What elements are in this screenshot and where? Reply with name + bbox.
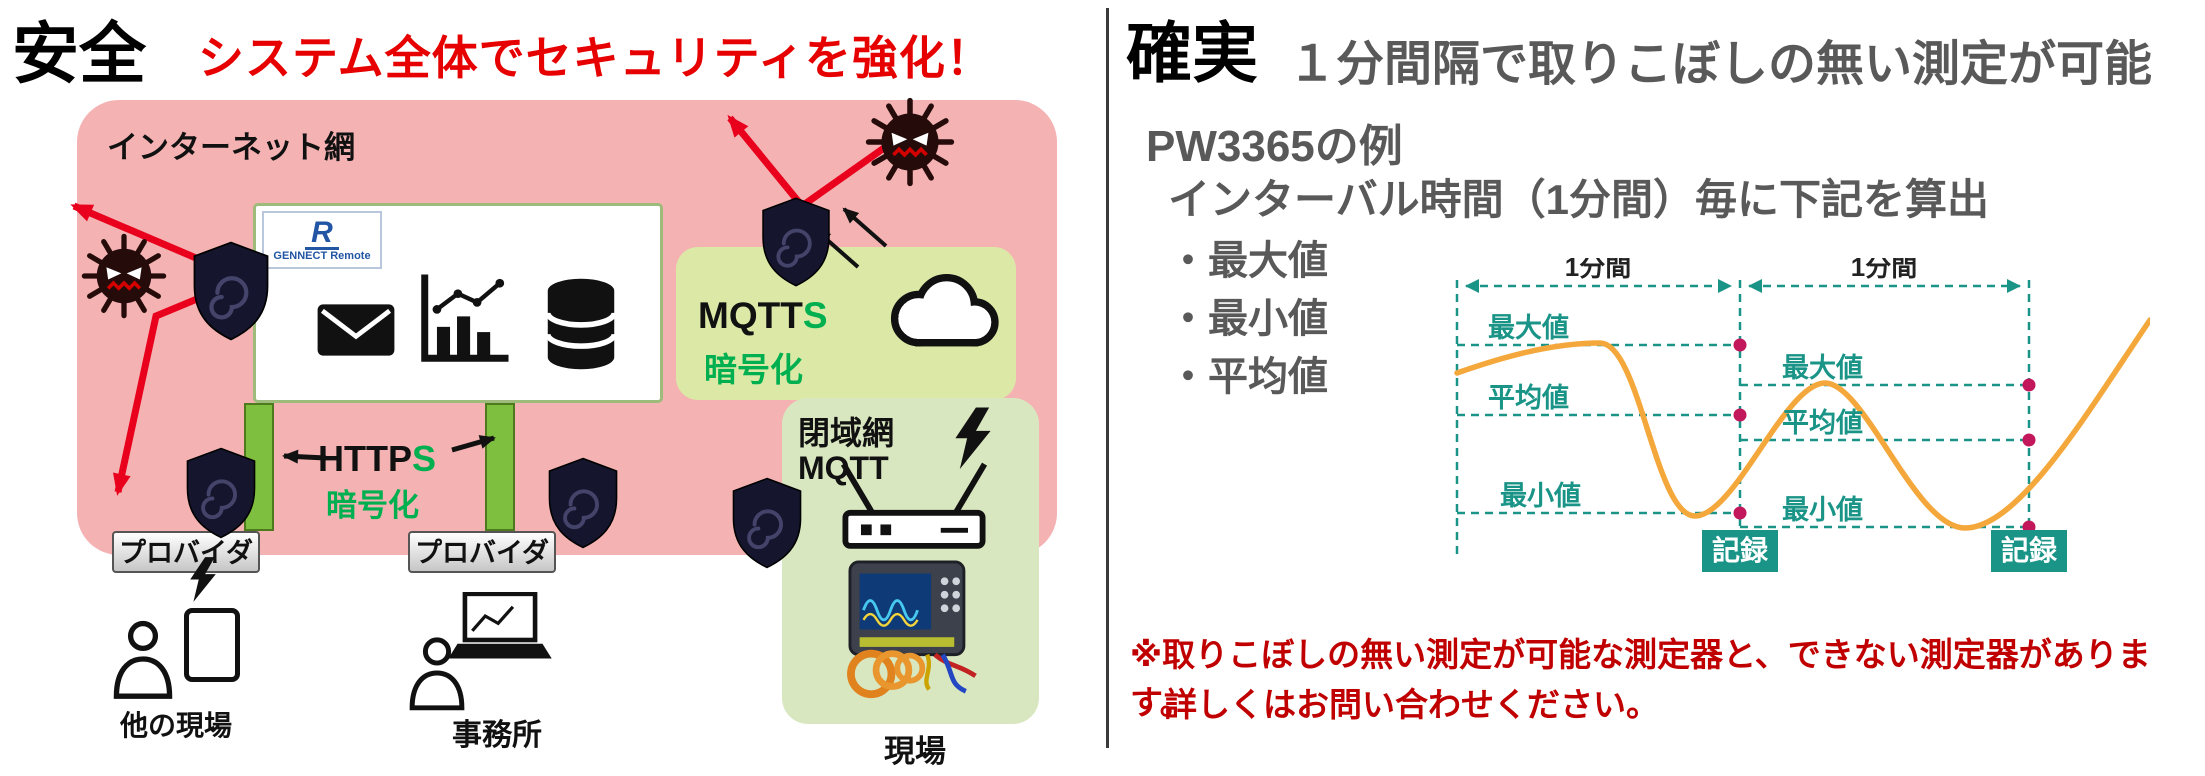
right-title: 確実 [1126, 16, 1258, 90]
shield-icon-provider-left [185, 446, 257, 540]
mqtts-base: MQTT [698, 295, 803, 336]
interval-heading: インターバル時間（1分間）毎に下記を算出 [1168, 176, 1989, 223]
shield-icon-provider-right [547, 456, 619, 550]
shield-icon-top-left [188, 240, 274, 342]
https-label-block: HTTPS 暗号化 [318, 438, 436, 525]
malware-icon-left [80, 232, 168, 320]
encrypted-link-bar-right [485, 403, 515, 531]
database-icon [545, 278, 617, 370]
provider-right-label: プロバイダ [415, 538, 549, 568]
record-label-2: 記録 [2001, 534, 2058, 566]
tablet-icon [184, 608, 240, 682]
mqtts-encryption-box: MQTTS 暗号化 [676, 247, 1016, 400]
shield-icon-closed-network [731, 476, 803, 570]
https-base: HTTP [318, 438, 412, 479]
internet-label: インターネット網 [107, 130, 355, 165]
mqtts-encryption-label: 暗号化 [704, 351, 803, 388]
record-box-1 [1702, 530, 1778, 572]
https-protocol-label: HTTPS [318, 438, 436, 480]
other-site-label: 他の現場 [120, 710, 233, 741]
gennect-logo-text: GENNECT Remote [273, 249, 371, 262]
bullet-min: ・最小値 [1168, 297, 1328, 341]
record-dot-max2 [2022, 378, 2036, 392]
record-dot-avg2 [2022, 433, 2036, 447]
left-title: 安全 [12, 17, 146, 92]
note-line-2: 詳しくはお問い合わせください。 [1164, 686, 1659, 723]
interval1-min-label: 最小値 [1500, 481, 1581, 511]
provider-box-right: プロバイダ [408, 531, 556, 573]
interval-chart: 1分間 1分間 最大値 平均値 最小値 最大値 平均値 最小値 記録 記録 [1454, 258, 2150, 572]
closed-network-box: 閉域網 MQTT [782, 398, 1039, 724]
gennect-logo-mark: R [305, 217, 339, 250]
https-encryption-label: 暗号化 [326, 488, 419, 523]
bullet-avg: ・平均値 [1168, 355, 1328, 399]
interval1-avg-label: 平均値 [1488, 383, 1569, 413]
office-label: 事務所 [452, 719, 542, 752]
example-heading: PW3365の例 [1146, 122, 1403, 171]
interval1-max-label: 最大値 [1488, 313, 1569, 343]
interval2-avg-label: 平均値 [1782, 408, 1863, 438]
record-dot-max1 [1733, 338, 1747, 352]
chart-icon [421, 274, 509, 362]
interval2-min-label: 最小値 [1782, 495, 1863, 525]
record-dot-min1 [1733, 506, 1747, 520]
bullet-max: ・最大値 [1168, 239, 1328, 283]
record-box-2 [1991, 530, 2067, 572]
lightning-icon-provider [190, 557, 216, 602]
email-icon [317, 304, 395, 356]
malware-icon-top [864, 96, 956, 188]
mqtts-tls-s: S [802, 295, 828, 336]
closed-network-label-1: 閉域網 [798, 415, 895, 451]
shield-icon-cloud [761, 196, 831, 288]
provider-left-label: プロバイダ [119, 538, 253, 568]
interval1-label: 1分間 [1565, 258, 1631, 282]
gennect-server-box: R GENNECT Remote [253, 203, 663, 403]
power-analyzer-icon [847, 560, 977, 699]
person-icon-other-site [112, 618, 174, 700]
site-label: 現場 [884, 734, 946, 769]
gennect-logo: R GENNECT Remote [262, 211, 382, 269]
lightning-icon-mqtt [955, 407, 991, 470]
right-subtitle: １分間隔で取りこぼしの無い測定が可能 [1288, 38, 2153, 91]
left-subtitle: システム全体でセキュリティを強化！ [198, 32, 993, 84]
cloud-icon [890, 274, 999, 347]
record-dot-avg1 [1733, 408, 1747, 422]
person-icon-office [408, 634, 466, 712]
measurement-curve [1454, 317, 2150, 531]
interval2-label: 1分間 [1851, 258, 1917, 282]
router-icon [840, 462, 988, 549]
section-divider [1106, 8, 1109, 748]
laptop-icon [448, 592, 552, 659]
mqtts-protocol-label: MQTTS [698, 295, 828, 337]
interval2-max-label: 最大値 [1782, 353, 1863, 383]
record-label-1: 記録 [1712, 534, 1769, 566]
https-tls-s: S [412, 438, 437, 479]
provider-box-left: プロバイダ [112, 531, 260, 573]
note-line-1: ※取りこぼしの無い測定が可能な測定器と、できない測定器があります。 [1130, 636, 2151, 721]
